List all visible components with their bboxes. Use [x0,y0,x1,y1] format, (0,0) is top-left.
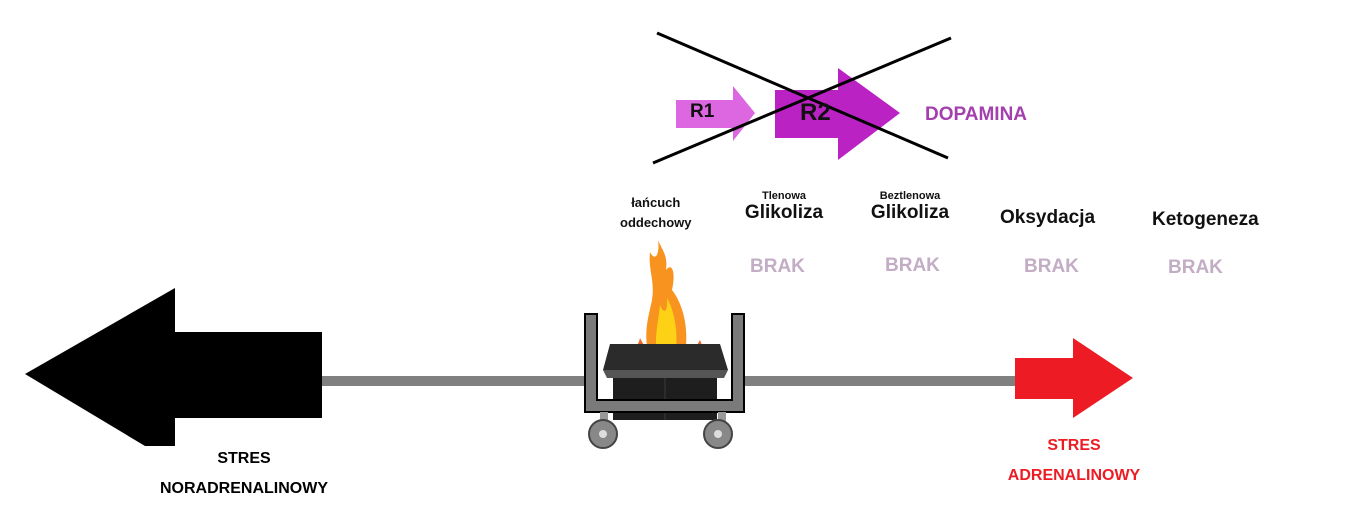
stress-line2: ADRENALINOWY [1007,467,1141,484]
pathway-ketogenesis: Ketogeneza [1152,209,1259,230]
fire-cart-icon [584,240,745,449]
pathway-status: BRAK [885,255,940,276]
pathway-name-line1: łańcuch [631,195,681,210]
stress-line1: STRES [217,450,271,467]
cross-line-1 [656,31,949,160]
stress-line1: STRES [1047,437,1101,454]
adrenaline-arrow-icon [1015,338,1133,418]
dopamine-label: DOPAMINA [925,104,1028,125]
pathway-status: BRAK [750,256,805,277]
pathway-name: Glikoliza [744,202,824,223]
cross-line-2 [652,36,952,165]
pathway-prefix: Beztlenowa [879,190,941,202]
noradrenaline-stress-label: STRES NORADRENALINOWY [138,444,350,504]
noradrenaline-arrow-icon [25,288,322,446]
r2-arrow-icon [775,68,900,160]
r1-arrow-icon [676,86,755,141]
pathway-name-line2: oddechowy [620,215,692,230]
axis-line-right [745,376,1015,386]
r1-label: R1 [690,101,715,122]
axis-line-left [320,376,590,386]
pathway-name: Glikoliza [870,202,950,223]
pathway-status: BRAK [1168,257,1223,278]
stress-line2: NORADRENALINOWY [160,480,328,497]
pathway-prefix: Tlenowa [761,190,806,202]
pathway-respiratory-chain: łańcuch oddechowy [620,193,692,233]
pathway-anaerobic-glycolysis: Beztlenowa Glikoliza [868,190,952,224]
r2-label: R2 [800,99,831,126]
pathway-oxidation: Oksydacja [1000,207,1096,228]
pathway-aerobic-glycolysis: Tlenowa Glikoliza [742,190,826,224]
pathway-status: BRAK [1024,256,1079,277]
adrenaline-stress-label: STRES ADRENALINOWY [990,431,1158,491]
